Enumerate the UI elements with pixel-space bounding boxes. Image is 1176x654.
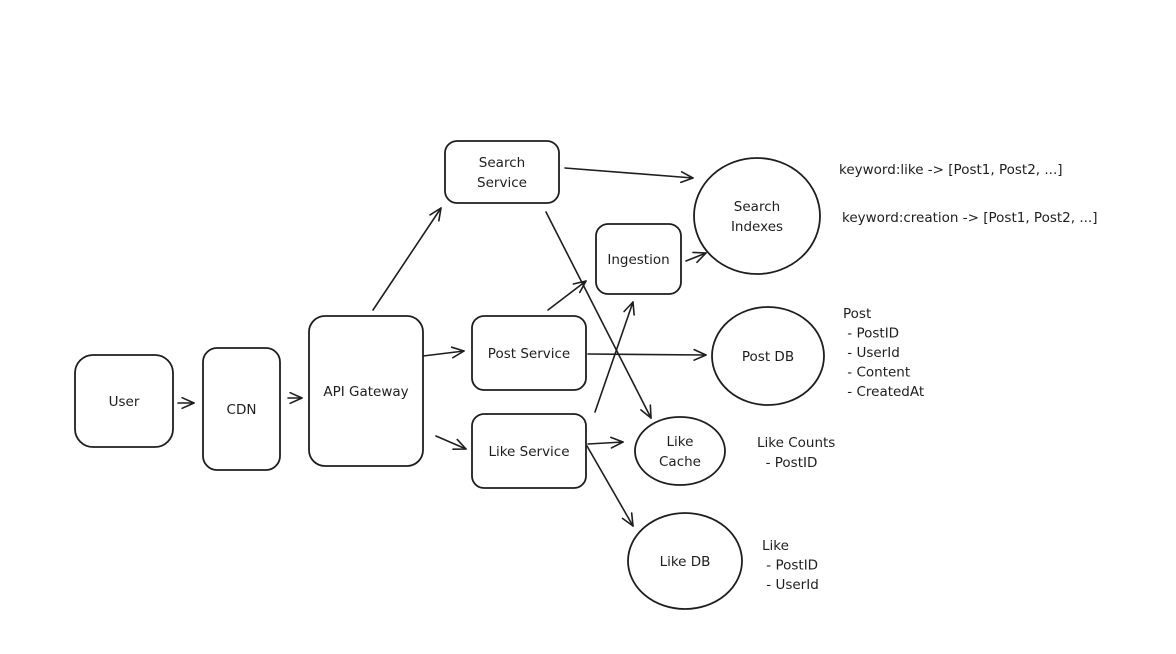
like-schema-line: Like [762,538,789,554]
post-schema-line: Post [843,306,871,322]
node-like-db[interactable]: Like DB [627,512,743,610]
edge-like-service-to-ingestion[interactable] [594,301,635,413]
api-gateway-box [308,315,424,467]
edge-api-gateway-to-post-service[interactable] [422,346,465,359]
search-service-label: Service [477,175,527,191]
edge-like-service-to-like-cache[interactable] [587,436,624,449]
edge-line [587,353,707,356]
edge-line [587,441,624,445]
note-like-counts-schema: Like Counts - PostID [757,435,835,471]
post-service-box [471,315,587,391]
edges-layer [177,167,707,527]
post-schema-line: - PostID [843,326,899,342]
like-db-ellipse [627,512,743,610]
user-box [74,354,174,448]
edge-post-service-to-ingestion[interactable] [547,280,587,311]
arrowhead-icon [572,280,587,294]
edge-line [545,211,652,419]
arrowhead-icon [621,512,634,527]
like-cache-label: Cache [659,454,701,470]
post-schema-line: - CreatedAt [843,384,924,400]
api-gateway-label: API Gateway [323,384,408,400]
search-service-box [444,140,560,204]
like-service-label: Like Service [488,444,569,460]
like-cache-ellipse [634,416,726,486]
like-schema-line: - UserId [762,577,819,593]
node-ingestion[interactable]: Ingestion [595,223,682,295]
arrowhead-icon [692,251,707,264]
like-schema-line: - PostID [762,558,818,574]
edge-api-gateway-to-like-service[interactable] [435,435,467,450]
node-post-service[interactable]: Post Service [471,315,587,391]
ingestion-box [595,223,682,295]
like-db-label: Like DB [660,554,711,570]
post-db-ellipse [711,306,825,406]
post-schema-line: - UserId [843,345,900,361]
post-schema-line: - Content [843,365,910,381]
edge-line [422,350,465,357]
node-cdn[interactable]: CDN [202,347,281,471]
like-cache-label: Like [667,434,694,450]
post-service-label: Post Service [488,346,570,362]
note-post-schema: Post - PostID - UserId - Content - Creat… [843,306,924,400]
arrowhead-icon [429,207,442,222]
arrowhead-icon [289,391,303,405]
edge-post-service-to-post-db[interactable] [587,348,707,361]
like-counts-schema-line: Like Counts [757,435,835,451]
ingestion-label: Ingestion [607,252,669,268]
edge-search-service-to-like-cache[interactable] [545,211,652,419]
edge-line [594,301,634,413]
cdn-box [202,347,281,471]
note-like-schema: Like - PostID - UserId [762,538,819,593]
node-like-service[interactable]: Like Service [471,413,587,489]
edge-line [435,435,467,450]
edge-ingestion-to-search-indexes[interactable] [685,251,707,264]
edge-search-service-to-search-indexes[interactable] [564,167,694,184]
arrowhead-icon [693,348,707,361]
node-user[interactable]: User [74,354,174,448]
arrowhead-icon [610,436,624,449]
search-indexes-ellipse [693,157,821,275]
search-indexes-label: Indexes [731,219,783,235]
edge-line [685,252,707,262]
notes-layer: keyword:like -> [Post1, Post2, ...] keywo… [757,162,1098,593]
index-creation-line: keyword:creation -> [Post1, Post2, ...] [842,210,1098,226]
cdn-label: CDN [227,402,257,418]
edge-user-to-cdn[interactable] [177,396,195,410]
note-index-like: keyword:like -> [Post1, Post2, ...] [839,162,1063,178]
like-service-box [471,413,587,489]
edge-line [547,280,587,311]
edge-line [586,445,634,527]
note-index-creation: keyword:creation -> [Post1, Post2, ...] [842,210,1098,226]
like-counts-schema-line: - PostID [757,455,817,471]
user-label: User [109,394,140,410]
node-api-gateway[interactable]: API Gateway [308,315,424,467]
post-db-label: Post DB [742,349,794,365]
edge-api-gateway-to-search-service[interactable] [372,207,442,311]
arrowhead-icon [640,404,652,419]
search-indexes-label: Search [734,199,780,215]
arrowhead-icon [181,396,195,410]
arrowhead-icon [452,438,467,450]
edge-line [372,207,442,311]
edge-like-service-to-like-db[interactable] [586,445,634,527]
arrowhead-icon [450,346,465,359]
arrowhead-icon [623,301,635,316]
edge-line [564,167,694,179]
arrowhead-icon [679,170,694,184]
search-service-label: Search [479,155,525,171]
node-post-db[interactable]: Post DB [711,306,825,406]
edge-cdn-to-api-gateway[interactable] [287,391,303,405]
index-like-line: keyword:like -> [Post1, Post2, ...] [839,162,1063,178]
